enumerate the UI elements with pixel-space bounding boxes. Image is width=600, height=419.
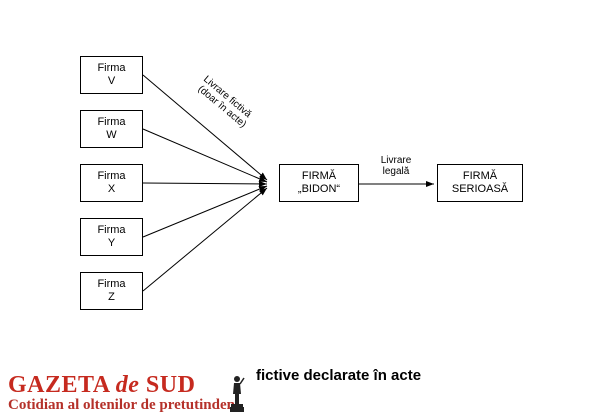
shell-company-line1: FIRMĂ [301, 170, 337, 182]
source-label: Firma [97, 170, 126, 182]
newspaper-tagline: Cotidian al oltenilor de pretutindeni [8, 397, 240, 413]
logo-part-de: de [115, 372, 140, 398]
source-letter: X [107, 183, 116, 195]
newspaper-masthead: GAZETA de SUD Cotidian al oltenilor de p… [0, 358, 250, 419]
source-label: Firma [97, 278, 126, 290]
source-box-z: Firma Z [80, 272, 143, 310]
source-letter: Z [108, 291, 115, 303]
source-label: Firma [97, 62, 126, 74]
statue-icon [230, 376, 245, 412]
source-box-v: Firma V [80, 56, 143, 94]
source-letter: V [107, 75, 116, 87]
source-letter: Y [107, 237, 116, 249]
diagram-caption: fictive declarate în acte [256, 367, 422, 384]
logo-part-sud: SUD [139, 372, 196, 398]
arrow-z-to-bidon [142, 187, 268, 292]
newspaper-logo: GAZETA de SUD [8, 372, 195, 399]
serious-company-line2: SERIOASĂ [451, 183, 509, 195]
fictive-delivery-label: Livrare fictivă (doar în acte) [194, 74, 255, 131]
legal-label-line2: legală [382, 166, 410, 177]
source-box-x: Firma X [80, 164, 143, 202]
source-box-y: Firma Y [80, 218, 143, 256]
serious-company-line1: FIRMĂ [462, 170, 498, 182]
arrow-x-to-bidon [142, 180, 268, 187]
serious-company-box: FIRMĂ SERIOASĂ [437, 164, 523, 202]
arrow-v-to-bidon [142, 74, 268, 181]
legal-label-line1: Livrare [380, 155, 412, 166]
source-label: Firma [97, 224, 126, 236]
logo-part-gazeta: GAZETA [8, 372, 116, 398]
source-letter: W [106, 129, 117, 141]
arrow-y-to-bidon [142, 185, 268, 238]
shell-company-line2: „BIDON“ [297, 183, 341, 195]
arrow-w-to-bidon [142, 128, 268, 183]
shell-company-box: FIRMĂ „BIDON“ [279, 164, 359, 202]
source-box-w: Firma W [80, 110, 143, 148]
legal-delivery-label: Livrare legală [370, 155, 422, 177]
source-label: Firma [97, 116, 126, 128]
